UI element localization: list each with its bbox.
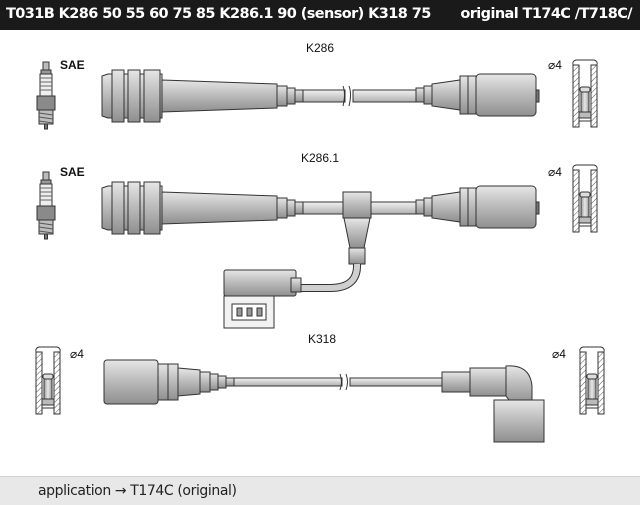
terminal-section-2 [572,164,598,233]
header-bar: T031B K286 50 55 60 75 85 K286.1 90 (sen… [0,0,640,30]
cable-boot-left-3 [103,359,235,405]
cable-boot-left-1 [101,69,304,123]
cable-boot-right-1 [415,73,537,117]
application-note: application → T174C (original) [38,483,237,499]
ignition-cable-diagram: K286 SAE ⌀4 K286.1 SAE ⌀4 K3 [35,41,605,443]
spark-plug-label-2: SAE [60,165,85,179]
terminal-section-3-left [35,346,61,415]
cable-wire-3 [233,373,443,391]
header-part-numbers: T031B K286 50 55 60 75 85 K286.1 90 (sen… [6,6,431,22]
terminal-section-3-right [579,346,605,415]
cable-wire-1 [302,85,424,107]
spark-plug-2 [36,171,56,240]
cable-end-cap-1 [535,89,540,103]
terminal-label-1: ⌀4 [548,58,562,72]
terminal-left-label-3: ⌀4 [70,347,84,361]
cable-boot-left-2 [101,181,304,235]
spark-plug-1 [36,61,56,130]
sensor-junction [296,191,372,292]
spark-plug-label-1: SAE [60,58,85,72]
header-original-numbers: original T174C /T718C/ [460,6,632,22]
cable-end-cap-2 [535,201,540,215]
cable-boot-right-3-angled [441,365,545,443]
section-label-k286-1: K286.1 [301,151,339,165]
terminal-label-2: ⌀4 [548,165,562,179]
section-label-k318: K318 [308,332,336,346]
terminal-right-label-3: ⌀4 [552,347,566,361]
section-label-k286: K286 [306,41,334,55]
sensor-connector [223,269,302,329]
footer-bar: application → T174C (original) [0,476,640,505]
terminal-section-1 [572,59,598,128]
cable-boot-right-2 [415,185,537,229]
